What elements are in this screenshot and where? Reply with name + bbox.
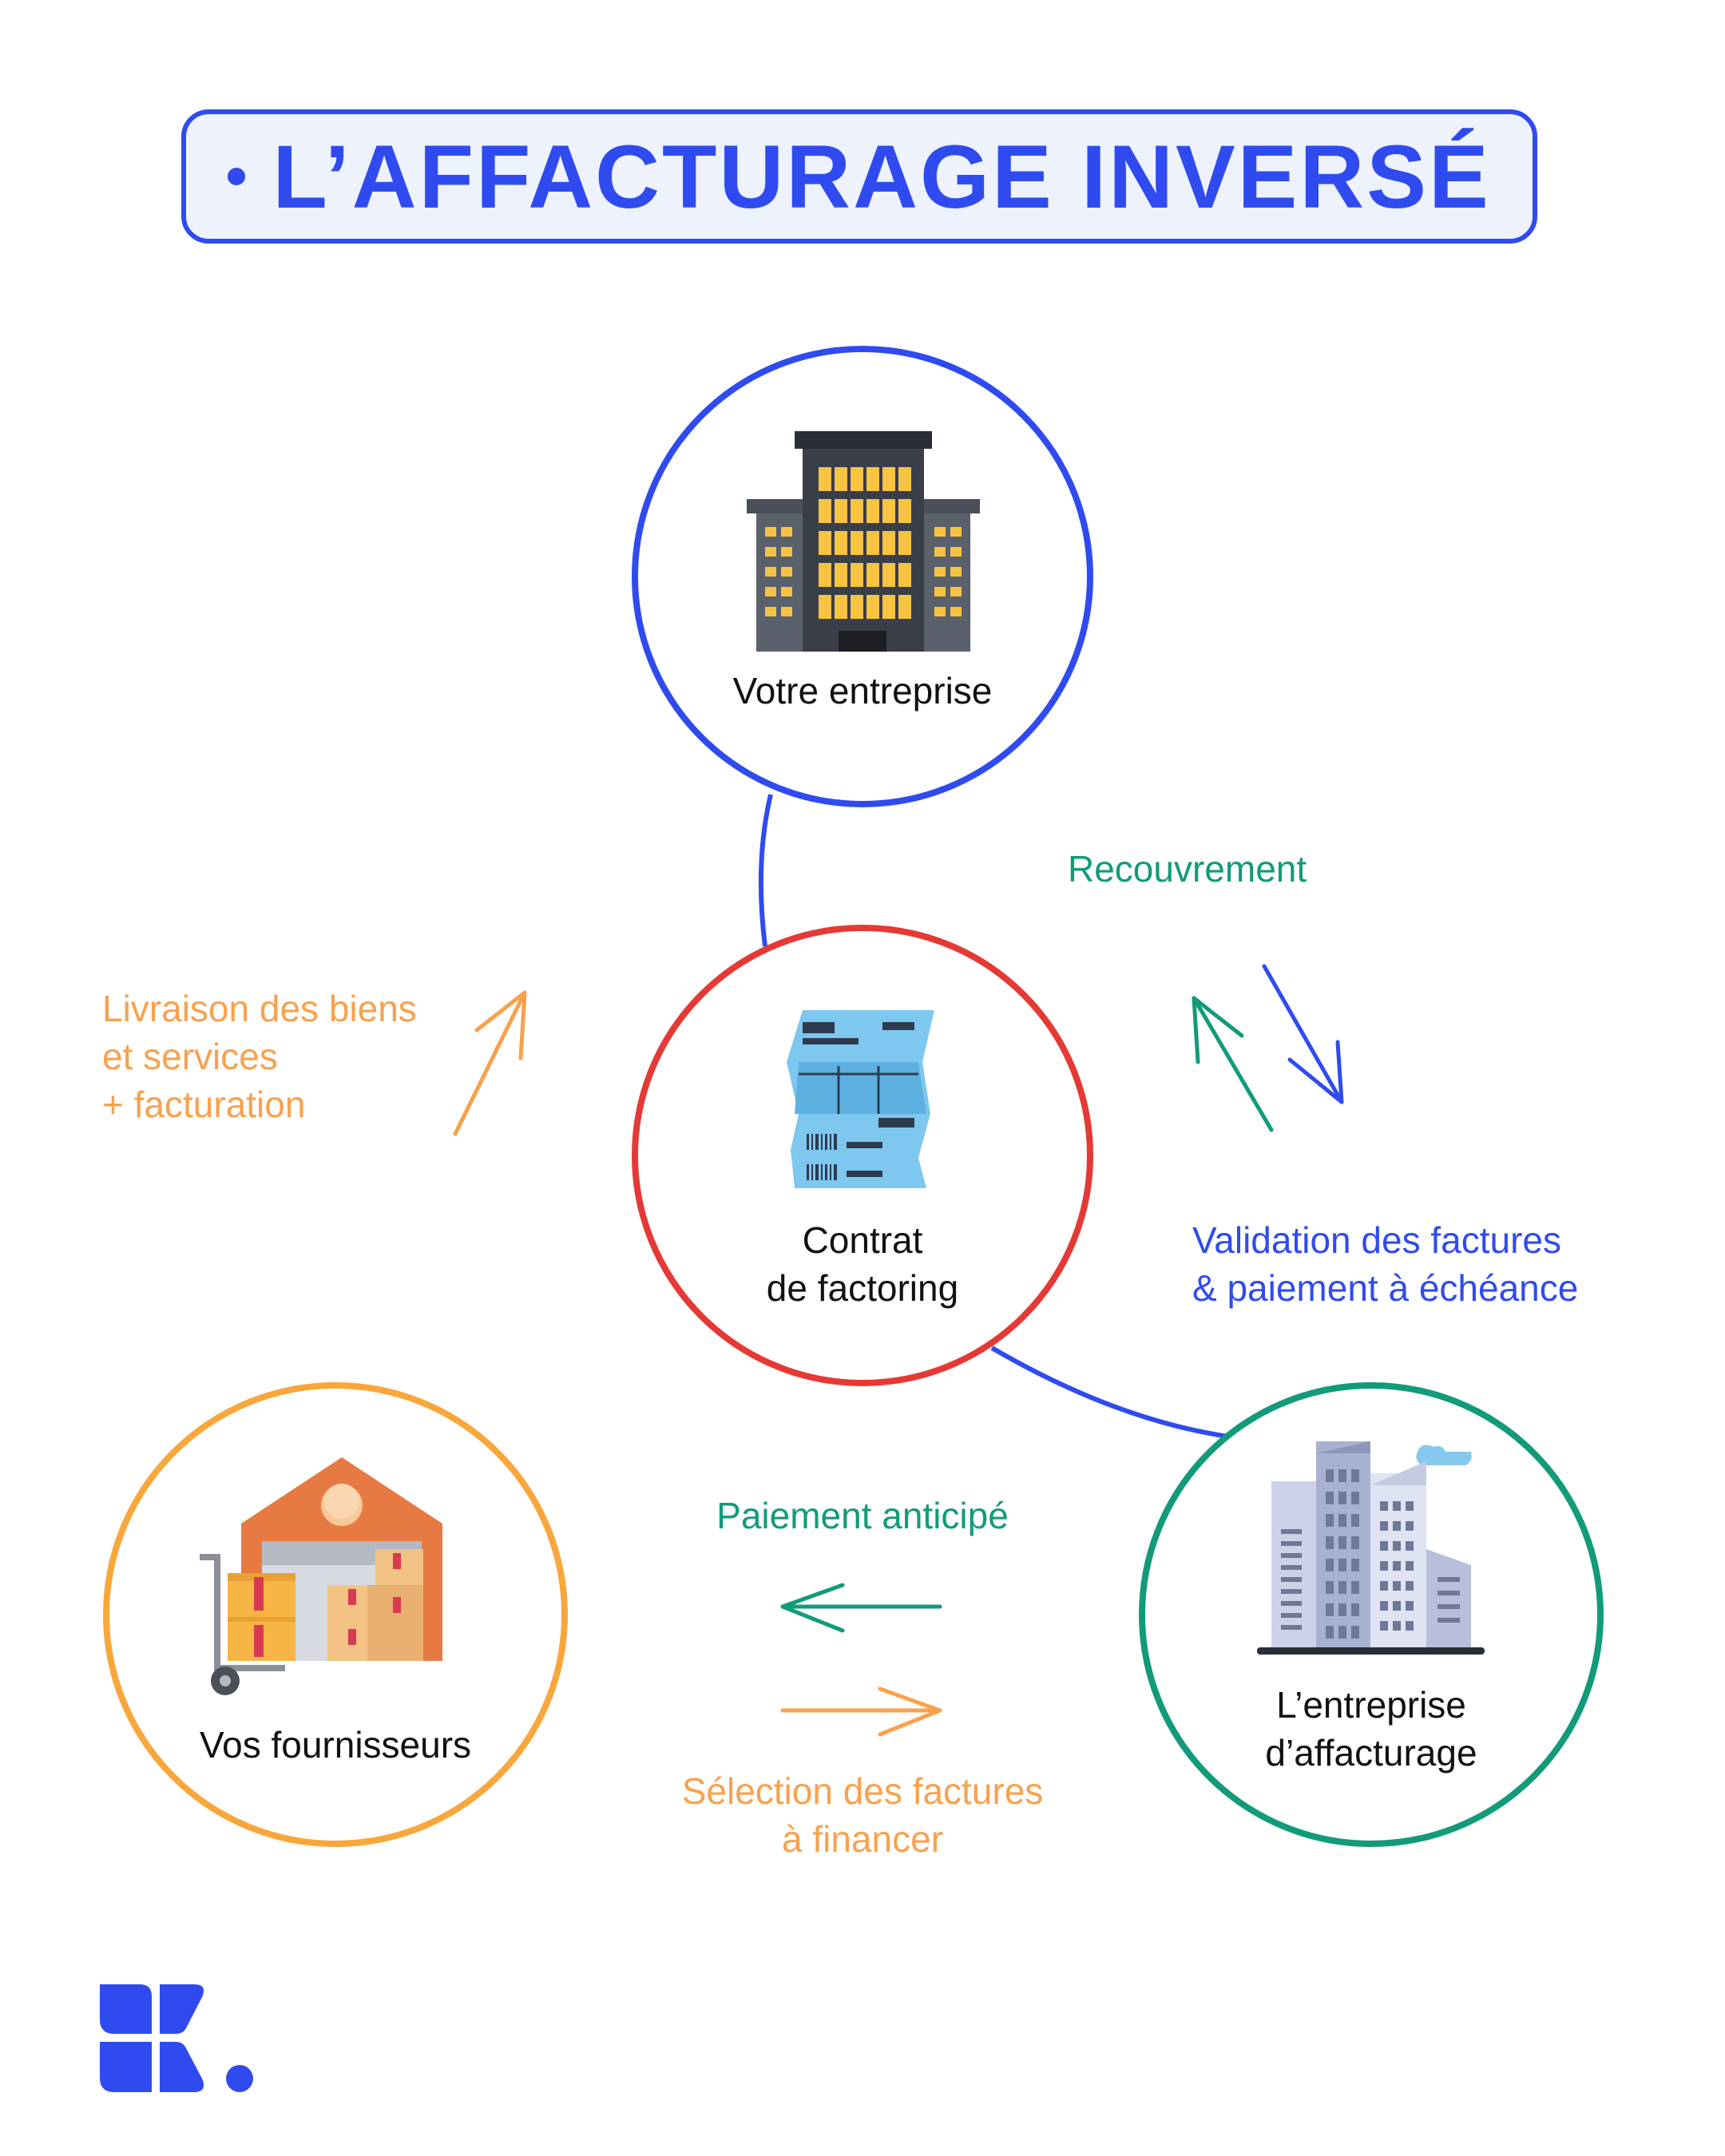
invoice-document-icon [787, 1010, 934, 1188]
livraison-label-line3: + facturation [102, 1084, 306, 1125]
office-building-icon [747, 431, 980, 652]
page-title: L’AFFACTURAGE INVERSÉ [272, 126, 1491, 227]
contrat-label-line1: Contrat [802, 1219, 923, 1261]
livraison-label-line1: Livraison des biens [102, 988, 417, 1029]
affacturage-label-line2: d’affacturage [1265, 1732, 1477, 1774]
paiement-anticipe-arrow [780, 1583, 942, 1633]
validation-arrow [1262, 964, 1344, 1104]
affacturage-label-line1: L’entreprise [1276, 1684, 1466, 1726]
brand-logo [100, 1984, 253, 2092]
votre-entreprise-label: Votre entreprise [732, 670, 993, 711]
recouvrement-label: Recouvrement [1068, 848, 1307, 890]
contrat-label: Contrat de factoring [663, 1216, 1062, 1312]
validation-label-line1: Validation des factures [1192, 1219, 1561, 1261]
validation-label: Validation des factures & paiement à éch… [1192, 1216, 1578, 1312]
selection-label: Sélection des factures à financer [623, 1767, 1102, 1863]
validation-label-line2: & paiement à échéance [1192, 1267, 1579, 1309]
title-bullet [228, 168, 246, 185]
warehouse-icon [200, 1457, 442, 1695]
selection-arrow [780, 1686, 942, 1737]
livraison-label-line2: et services [102, 1036, 278, 1077]
selection-label-line1: Sélection des factures [681, 1770, 1044, 1812]
title-box: L’AFFACTURAGE INVERSÉ [181, 109, 1537, 244]
livraison-label: Livraison des biens et services + factur… [102, 985, 417, 1128]
city-buildings-icon [1257, 1441, 1485, 1655]
connector-top [758, 794, 773, 947]
affacturage-label: L’entreprise d’affacturage [1172, 1681, 1571, 1777]
paiement-anticipe-label: Paiement anticipé [716, 1495, 1009, 1536]
contrat-label-line2: de factoring [766, 1267, 959, 1309]
fournisseurs-label: Vos fournisseurs [199, 1724, 472, 1766]
selection-label-line2: à financer [781, 1818, 943, 1860]
recouvrement-arrow [1192, 996, 1274, 1132]
livraison-arrow [453, 990, 527, 1136]
connector-bottom [990, 1346, 1235, 1440]
